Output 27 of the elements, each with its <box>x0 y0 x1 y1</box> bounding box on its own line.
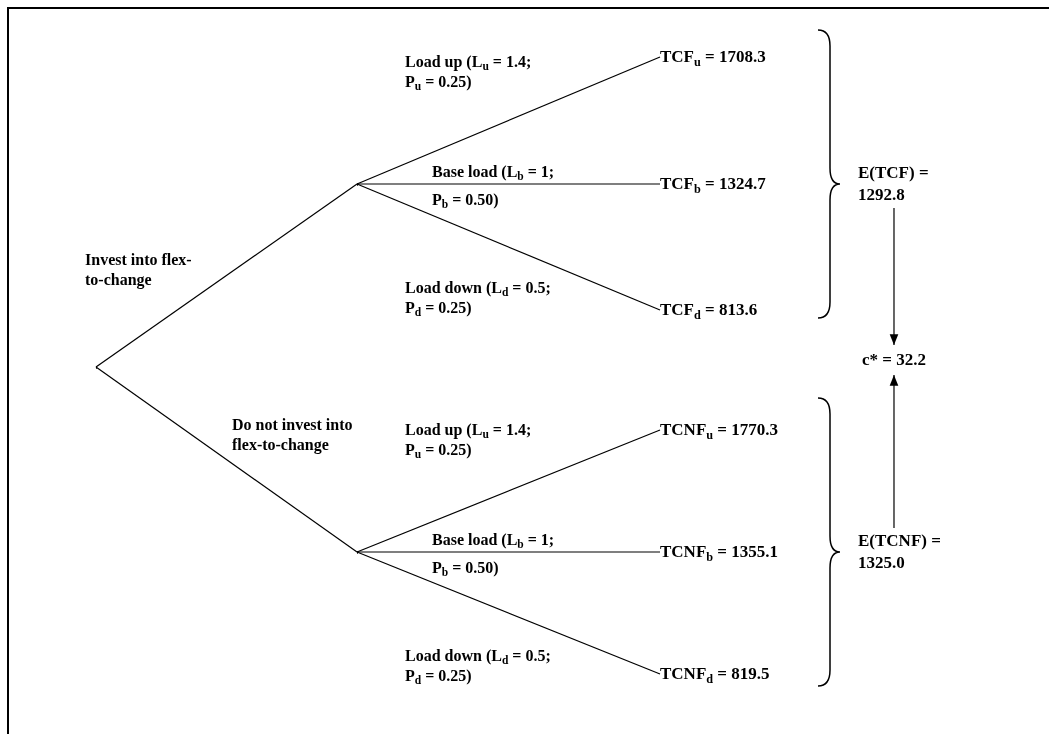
value-text: TCNF$_{u}$ = 1770.3 <box>660 417 779 443</box>
value-text: c* = 32.2 <box>862 347 926 373</box>
edge-label: Load up (L$_{u}$ = 1.4; P$_{u}$ = 0.25) <box>405 52 533 92</box>
edge-label: Base load (L$_{b}$ = 1; P$_{b}$ = 0.50) <box>432 162 556 213</box>
edge-label: Do not invest into flex-to-change <box>232 415 354 455</box>
branch-line <box>356 56 661 185</box>
branch-line <box>356 183 661 311</box>
branch-line <box>95 183 358 368</box>
value-text: E(TCF) = 1292.8 <box>858 162 958 206</box>
arrow <box>889 374 899 529</box>
branch-line <box>356 551 661 553</box>
edge-label: Base load (L$_{b}$ = 1; P$_{b}$ = 0.50) <box>432 530 556 581</box>
branch-line <box>356 429 661 553</box>
value-text: TCF$_{u}$ = 1708.3 <box>660 44 766 70</box>
edge-label: Load down (L$_{d}$ = 0.5; P$_{d}$ = 0.25) <box>405 646 552 686</box>
edge-label: Invest into flex-to-change <box>85 250 193 290</box>
value-text: E(TCNF) = 1325.0 <box>858 530 968 574</box>
value-text: TCF$_{b}$ = 1324.7 <box>660 171 766 197</box>
branch-line <box>356 183 661 185</box>
branch-line <box>356 551 661 675</box>
edge-label: Load up (L$_{u}$ = 1.4; P$_{u}$ = 0.25) <box>405 420 533 460</box>
value-text: TCNF$_{b}$ = 1355.1 <box>660 539 779 565</box>
arrow <box>889 207 899 346</box>
edge-label: Load down (L$_{d}$ = 0.5; P$_{d}$ = 0.25) <box>405 278 552 318</box>
value-text: TCF$_{d}$ = 813.6 <box>660 297 758 323</box>
value-text: TCNF$_{d}$ = 819.5 <box>660 661 770 687</box>
branch-line <box>95 366 358 553</box>
